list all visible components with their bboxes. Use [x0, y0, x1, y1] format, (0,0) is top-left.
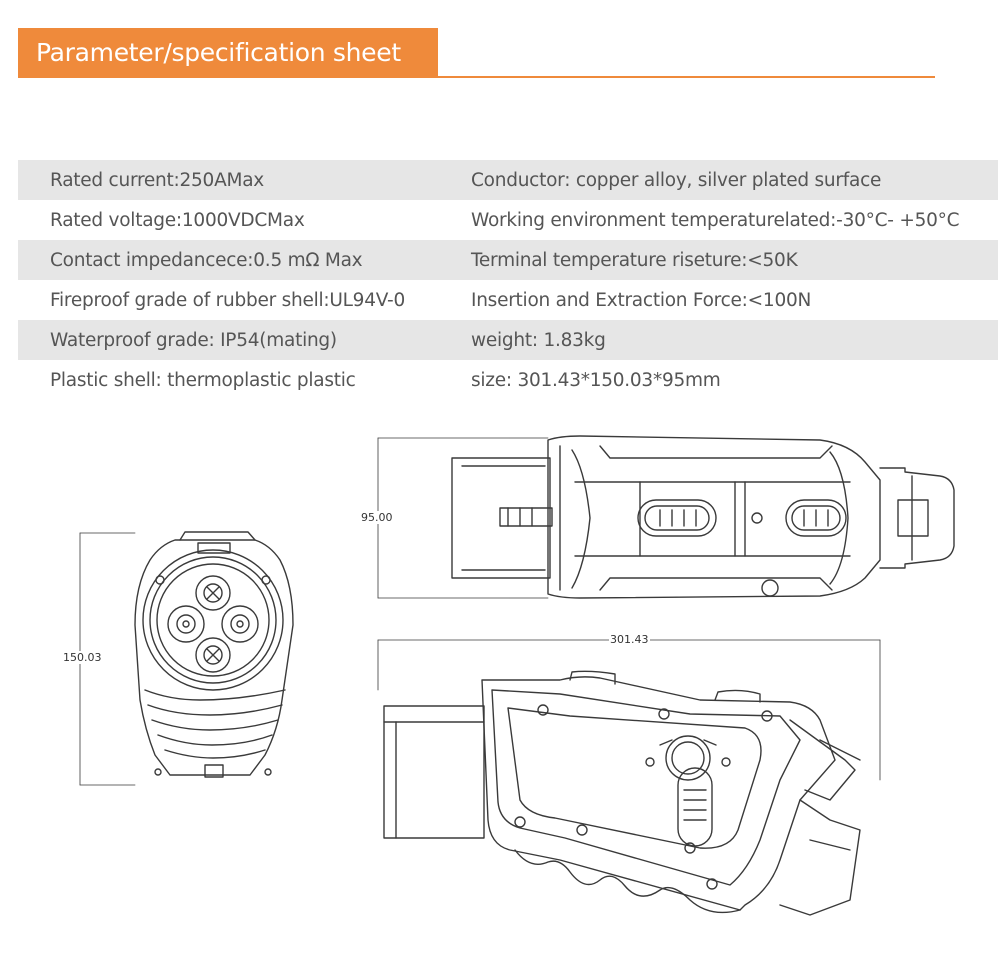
header-underline: [438, 76, 935, 78]
header-banner: [18, 28, 438, 78]
spec-contact-impedance: Contact impedancece:0.5 mΩ Max: [50, 250, 363, 271]
height-dimension-label: 95.00: [360, 511, 394, 524]
side-view-drawing: [377, 639, 881, 916]
spec-waterproof-grade: Waterproof grade: IP54(mating): [50, 330, 337, 351]
front-height-dimension-label: 150.03: [62, 651, 103, 664]
spec-row: Plastic shell: thermoplastic plastic siz…: [18, 360, 998, 400]
spec-working-temperature: Working environment temperaturelated:-30…: [471, 210, 960, 231]
spec-row: Contact impedancece:0.5 mΩ Max Terminal …: [18, 240, 998, 280]
spec-row: Rated current:250AMax Conductor: copper …: [18, 160, 998, 200]
spec-conductor: Conductor: copper alloy, silver plated s…: [471, 170, 882, 191]
technical-drawing: [79, 435, 955, 916]
spec-rated-current: Rated current:250AMax: [50, 170, 264, 191]
spec-size: size: 301.43*150.03*95mm: [471, 370, 721, 391]
spec-rated-voltage: Rated voltage:1000VDCMax: [50, 210, 305, 231]
spec-temperature-rise: Terminal temperature riseture:<50K: [471, 250, 798, 271]
spec-row: Fireproof grade of rubber shell:UL94V-0 …: [18, 280, 998, 320]
width-dimension-label: 301.43: [609, 633, 650, 646]
page-title: Parameter/specification sheet: [36, 38, 401, 67]
spec-insertion-force: Insertion and Extraction Force:<100N: [471, 290, 812, 311]
spec-weight: weight: 1.83kg: [471, 330, 606, 351]
spec-fireproof-grade: Fireproof grade of rubber shell:UL94V-0: [50, 290, 405, 311]
spec-table: Rated current:250AMax Conductor: copper …: [18, 160, 998, 400]
top-view-drawing: [377, 435, 955, 599]
spec-row: Rated voltage:1000VDCMax Working environ…: [18, 200, 998, 240]
spec-plastic-shell: Plastic shell: thermoplastic plastic: [50, 370, 356, 391]
spec-row: Waterproof grade: IP54(mating) weight: 1…: [18, 320, 998, 360]
front-view-drawing: [79, 531, 294, 786]
